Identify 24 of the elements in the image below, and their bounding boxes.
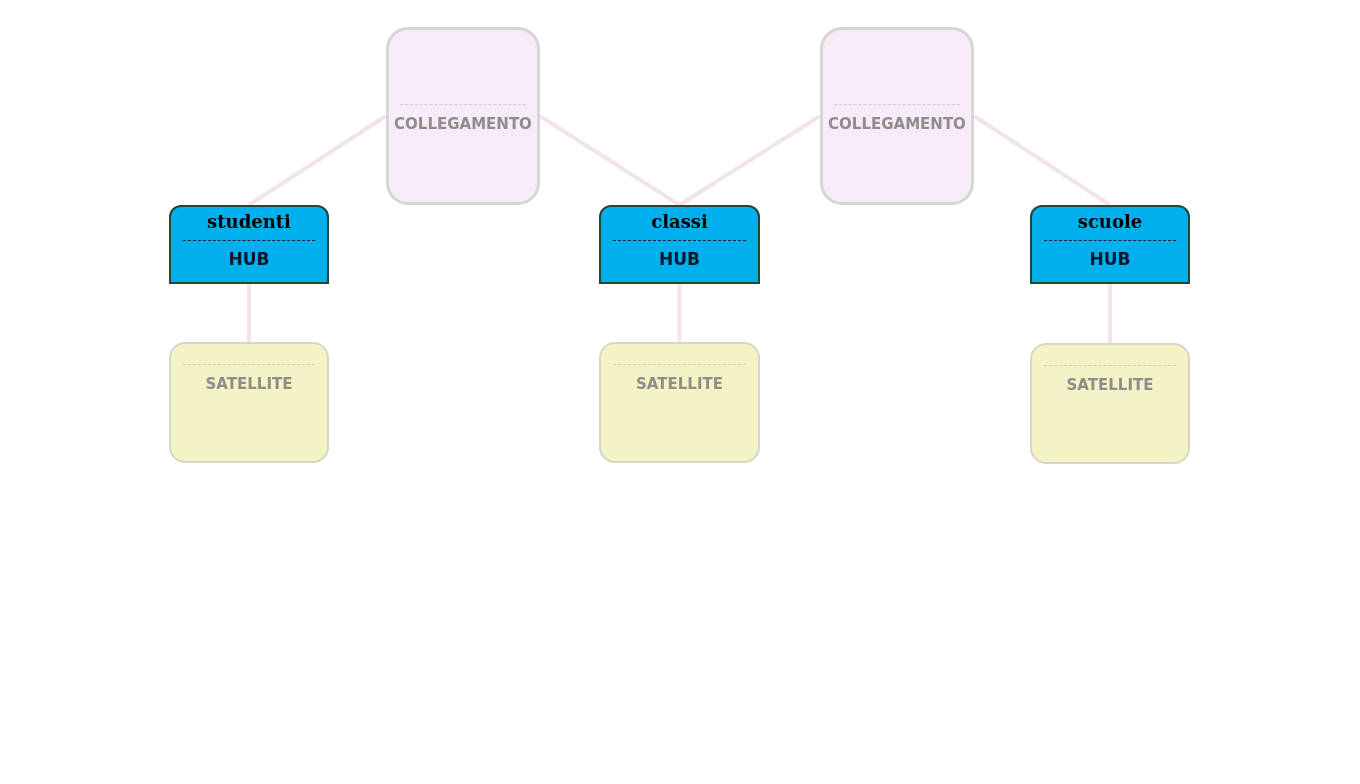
link-box bbox=[820, 27, 974, 205]
hub-box bbox=[599, 205, 760, 284]
connector-line bbox=[677, 284, 682, 342]
hub-label: HUB bbox=[1089, 249, 1131, 269]
connector-line bbox=[538, 114, 681, 207]
satellite-label: SATELLITE bbox=[636, 375, 723, 393]
hub-title: scuole bbox=[1077, 211, 1143, 232]
hub-box bbox=[1030, 205, 1190, 284]
satellite-box bbox=[169, 342, 329, 463]
connector-line bbox=[972, 114, 1112, 207]
link-label: COLLEGAMENTO bbox=[828, 115, 966, 133]
hub-box bbox=[169, 205, 329, 284]
satellite-box bbox=[599, 342, 760, 463]
hub-title: studenti bbox=[207, 211, 291, 232]
hub-label: HUB bbox=[228, 249, 270, 269]
link-box bbox=[386, 27, 540, 205]
hub-title: classi bbox=[651, 211, 708, 232]
connector-line bbox=[247, 114, 388, 207]
link-label: COLLEGAMENTO bbox=[394, 115, 532, 133]
satellite-label: SATELLITE bbox=[205, 375, 293, 393]
satellite-box bbox=[1030, 343, 1190, 464]
satellite-label: SATELLITE bbox=[1066, 376, 1154, 394]
hub-label: HUB bbox=[659, 249, 700, 269]
connector-line bbox=[678, 114, 822, 207]
